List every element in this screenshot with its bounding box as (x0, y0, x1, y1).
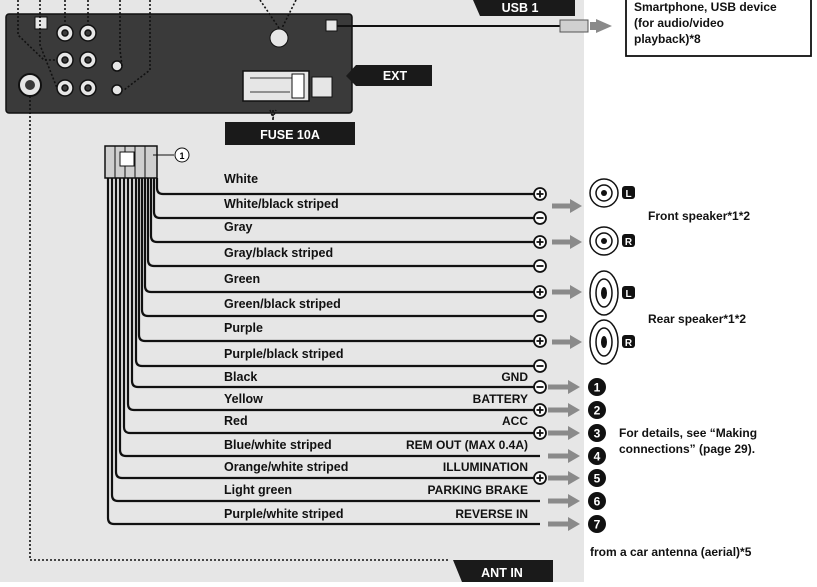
svg-text:Smartphone, USB device: Smartphone, USB device (634, 0, 777, 14)
rear-speaker-left: L (589, 270, 635, 316)
rca-jacks (56, 24, 123, 97)
svg-text:EXT: EXT (383, 69, 408, 83)
wire-13: Orange/white striped ILLUMINATION 5 (114, 178, 606, 487)
svg-text:6: 6 (594, 495, 601, 509)
wire-label: Red (224, 414, 248, 428)
rear-speaker-right: R (589, 319, 635, 365)
wire-1: White (155, 172, 547, 201)
svg-text:ANT IN: ANT IN (481, 566, 523, 580)
svg-text:playback)*8: playback)*8 (634, 32, 701, 46)
antenna-note: from a car antenna (aerial)*5 (590, 545, 752, 559)
svg-text:USB 1: USB 1 (502, 1, 539, 15)
wire-9: Black GND 1 (130, 178, 606, 396)
svg-text:3: 3 (594, 427, 601, 441)
wire-function-label: GND (501, 370, 528, 384)
front-right-arrow (552, 235, 582, 249)
terminal-number-badge (588, 492, 606, 510)
wire-4: Gray/black striped (146, 178, 547, 273)
usb-port-icon (325, 19, 338, 32)
smartphone-note-box: Smartphone, USB device (for audio/video … (625, 0, 812, 57)
wire-label: Gray (224, 220, 253, 234)
svg-text:1: 1 (179, 151, 184, 161)
front-speaker-left: L (589, 178, 635, 208)
terminal-number-badge (588, 469, 606, 487)
svg-text:FUSE 10A: FUSE 10A (260, 128, 320, 142)
wire-label: Purple/black striped (224, 347, 343, 361)
terminal-number-badge (588, 378, 606, 396)
wire-function-label: ILLUMINATION (443, 460, 528, 474)
front-left-arrow (552, 199, 582, 213)
svg-text:2: 2 (594, 404, 601, 418)
fuse-tag: FUSE 10A (225, 109, 355, 145)
svg-text:R: R (625, 338, 633, 349)
wire-label: Yellow (224, 392, 263, 406)
wire-function-label: PARKING BRAKE (428, 483, 528, 497)
usb1-tag: USB 1 (473, 0, 575, 16)
svg-text:(for audio/video: (for audio/video (634, 16, 724, 30)
small-port-icon (34, 16, 48, 30)
wire-3: Gray (149, 178, 547, 249)
rear-left-arrow (552, 285, 582, 299)
front-speaker-label: Front speaker*1*2 (648, 209, 750, 223)
wire-function-label: REVERSE IN (455, 507, 528, 521)
head-unit-body (5, 13, 353, 114)
wire-label: Green/black striped (224, 297, 341, 311)
svg-text:7: 7 (594, 518, 601, 532)
wire-label: Gray/black striped (224, 246, 333, 260)
wire-7: Purple (137, 178, 547, 348)
wire-6: Green/black striped (140, 178, 547, 323)
terminal-number-badge (588, 424, 606, 442)
wire-10: Yellow BATTERY 2 (126, 178, 606, 419)
wire-8: Purple/black striped (134, 178, 547, 373)
svg-text:4: 4 (594, 450, 601, 464)
wire-14: Light green PARKING BRAKE 6 (110, 178, 606, 510)
terminal-number-badge (588, 447, 606, 465)
rear-right-arrow (552, 335, 582, 349)
rear-speaker-label: Rear speaker*1*2 (648, 312, 746, 326)
svg-text:1: 1 (594, 381, 601, 395)
svg-text:5: 5 (594, 472, 601, 486)
wire-label: White/black striped (224, 197, 339, 211)
ant-in-tag: ANT IN (453, 560, 553, 582)
terminal-number-badge (588, 401, 606, 419)
wire-label: Black (224, 370, 257, 384)
wire-label: Purple/white striped (224, 507, 343, 521)
wire-5: Green (143, 178, 547, 299)
front-speaker-right: R (589, 226, 635, 256)
connector-marker-icon (174, 147, 190, 163)
wire-12: Blue/white striped REM OUT (MAX 0.4A) 4 (118, 178, 606, 465)
wire-15: Purple/white striped REVERSE IN 7 (106, 178, 606, 533)
wire-label: Blue/white striped (224, 438, 332, 452)
fuse-slot (291, 73, 305, 99)
wire-label: Orange/white striped (224, 460, 348, 474)
wire-function-label: BATTERY (473, 392, 528, 406)
wire-2: White/black striped (152, 178, 547, 225)
details-note-line1: For details, see “Making (619, 426, 757, 440)
terminal-number-badge (588, 515, 606, 533)
wire-11: Red ACC 3 (122, 178, 606, 442)
wire-label: Purple (224, 321, 263, 335)
usb-cable (337, 19, 612, 33)
svg-text:L: L (625, 189, 631, 200)
ext-connector-icon (311, 76, 333, 98)
wire-label: Green (224, 272, 260, 286)
harness-plug: 1 (104, 145, 190, 179)
wire-label: Light green (224, 483, 292, 497)
ext-tag: EXT (346, 65, 432, 86)
details-note-line2: connections” (page 29). (619, 442, 755, 456)
svg-text:R: R (625, 237, 633, 248)
round-connector-icon (269, 28, 289, 48)
wire-label: White (224, 172, 258, 186)
wire-function-label: REM OUT (MAX 0.4A) (406, 438, 528, 452)
svg-text:L: L (625, 289, 631, 300)
wire-function-label: ACC (502, 414, 528, 428)
